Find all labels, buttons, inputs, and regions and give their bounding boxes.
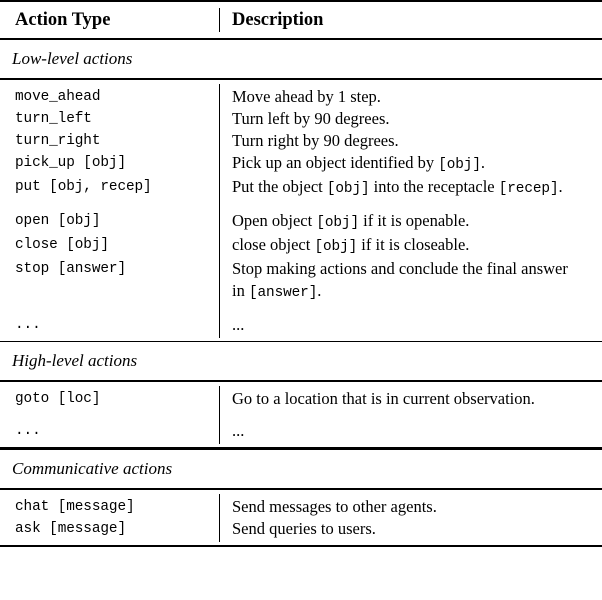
desc-arg: [recep]	[498, 181, 559, 197]
command-name: open	[15, 213, 58, 229]
table-bottom-rule	[0, 545, 602, 547]
desc-arg: [answer]	[248, 285, 318, 301]
row-group-gap	[0, 304, 602, 314]
command-name: goto	[15, 391, 58, 407]
action-description: Send messages to other agents.	[232, 497, 437, 516]
action-command-ellipsis: ...	[15, 317, 41, 333]
command-name: put	[15, 179, 50, 195]
table-row: open [obj] Open object [obj] if it is op…	[0, 210, 602, 234]
action-command: goto [loc]	[0, 388, 219, 410]
section-title-low-level: Low-level actions	[12, 49, 133, 68]
command-arg: [answer]	[57, 261, 126, 277]
desc-text: Pick up an object identified by	[232, 153, 439, 172]
action-description: Stop making actions and conclude the fin…	[219, 258, 602, 304]
section-rule-communicative	[0, 488, 602, 490]
block-pad-bottom	[0, 336, 602, 341]
command-arg: [obj]	[83, 155, 126, 171]
table-row: pick_up [obj] Pick up an object identifi…	[0, 152, 602, 176]
table-row: chat [message] Send messages to other ag…	[0, 496, 602, 518]
desc-arg: [obj]	[316, 215, 359, 231]
desc-arg: [obj]	[314, 239, 358, 255]
command-name: chat	[15, 499, 58, 515]
section-rule-low-level	[0, 78, 602, 80]
action-description: Move ahead by 1 step.	[232, 87, 381, 106]
row-group-gap	[0, 410, 602, 420]
command-name: pick_up	[15, 155, 84, 171]
command-name: close	[15, 237, 67, 253]
block-pad-bottom	[0, 442, 602, 447]
desc-text: close object	[232, 235, 315, 254]
action-description: Send queries to users.	[232, 519, 376, 538]
table-row: turn_left Turn left by 90 degrees.	[0, 108, 602, 130]
action-command: turn_left	[15, 111, 92, 127]
command-arg: [message]	[57, 499, 135, 515]
desc-arg: [obj]	[326, 181, 370, 197]
section-start-rule-communicative	[0, 448, 602, 450]
section-end-rule-low-level	[0, 341, 602, 342]
action-description-ellipsis: ...	[232, 421, 245, 440]
action-command-ellipsis: ...	[15, 423, 41, 439]
command-name: ask	[15, 521, 50, 537]
section-body-high-level: goto [loc] Go to a location that is in c…	[0, 382, 602, 447]
action-description: Turn right by 90 degrees.	[232, 131, 399, 150]
section-title-high-level: High-level actions	[12, 351, 138, 370]
action-command: turn_right	[15, 133, 101, 149]
command-arg: [obj]	[57, 213, 101, 229]
desc-text: if it is openable.	[359, 211, 470, 230]
row-group-gap	[0, 200, 602, 210]
table-row: move_ahead Move ahead by 1 step.	[0, 86, 602, 108]
section-title-communicative: Communicative actions	[12, 459, 173, 478]
table-row: ask [message] Send queries to users.	[0, 518, 602, 540]
section-end-rule-high-level	[0, 447, 602, 448]
action-description: Pick up an object identified by [obj].	[219, 152, 602, 176]
block-pad-bottom	[0, 540, 602, 545]
table-header-row: Action Type Description	[0, 2, 602, 38]
table-top-rule	[0, 0, 602, 2]
table-row: close [obj] close object [obj] if it is …	[0, 234, 602, 258]
column-header-action-type: Action Type	[15, 9, 111, 30]
action-command: chat [message]	[0, 496, 219, 518]
command-arg: [obj, recep]	[49, 179, 152, 195]
command-arg: [loc]	[57, 391, 101, 407]
action-description: Open object [obj] if it is openable.	[219, 210, 602, 234]
desc-text: if it is closeable.	[357, 235, 470, 254]
desc-text: Open object	[232, 211, 317, 230]
action-description-ellipsis: ...	[232, 315, 245, 334]
desc-text: Stop making actions and conclude the fin…	[232, 259, 568, 300]
desc-text: into the receptacle	[369, 177, 499, 196]
command-arg: [obj]	[66, 237, 109, 253]
action-type-table: Action Type Description Low-level action…	[0, 0, 602, 547]
table-row: goto [loc] Go to a location that is in c…	[0, 388, 602, 410]
table-row: stop [answer] Stop making actions and co…	[0, 258, 602, 304]
header-bottom-rule	[0, 38, 602, 40]
section-body-low-level: move_ahead Move ahead by 1 step. turn_le…	[0, 80, 602, 341]
table-row: turn_right Turn right by 90 degrees.	[0, 130, 602, 152]
action-description: close object [obj] if it is closeable.	[219, 234, 602, 258]
section-body-communicative: chat [message] Send messages to other ag…	[0, 490, 602, 545]
desc-text: .	[317, 281, 322, 300]
action-command: open [obj]	[0, 210, 219, 232]
table-row: put [obj, recep] Put the object [obj] in…	[0, 176, 602, 200]
desc-text: .	[480, 153, 486, 172]
action-command: ask [message]	[0, 518, 219, 540]
action-command: close [obj]	[0, 234, 219, 256]
section-rule-high-level	[0, 380, 602, 382]
action-description: Put the object [obj] into the receptacle…	[219, 176, 602, 200]
table-row: ... ...	[0, 420, 602, 442]
table-row: ... ...	[0, 314, 602, 336]
action-description: Go to a location that is in current obse…	[232, 389, 535, 408]
command-name: stop	[15, 261, 58, 277]
desc-text: Put the object	[232, 177, 327, 196]
action-command: put [obj, recep]	[0, 176, 219, 198]
action-command: move_ahead	[15, 89, 101, 105]
desc-text: .	[558, 177, 563, 196]
action-description: Turn left by 90 degrees.	[232, 109, 390, 128]
column-header-description: Description	[232, 9, 324, 30]
desc-arg: [obj]	[438, 157, 481, 173]
action-command: stop [answer]	[0, 258, 219, 280]
action-command: pick_up [obj]	[0, 152, 219, 174]
command-arg: [message]	[49, 521, 126, 537]
